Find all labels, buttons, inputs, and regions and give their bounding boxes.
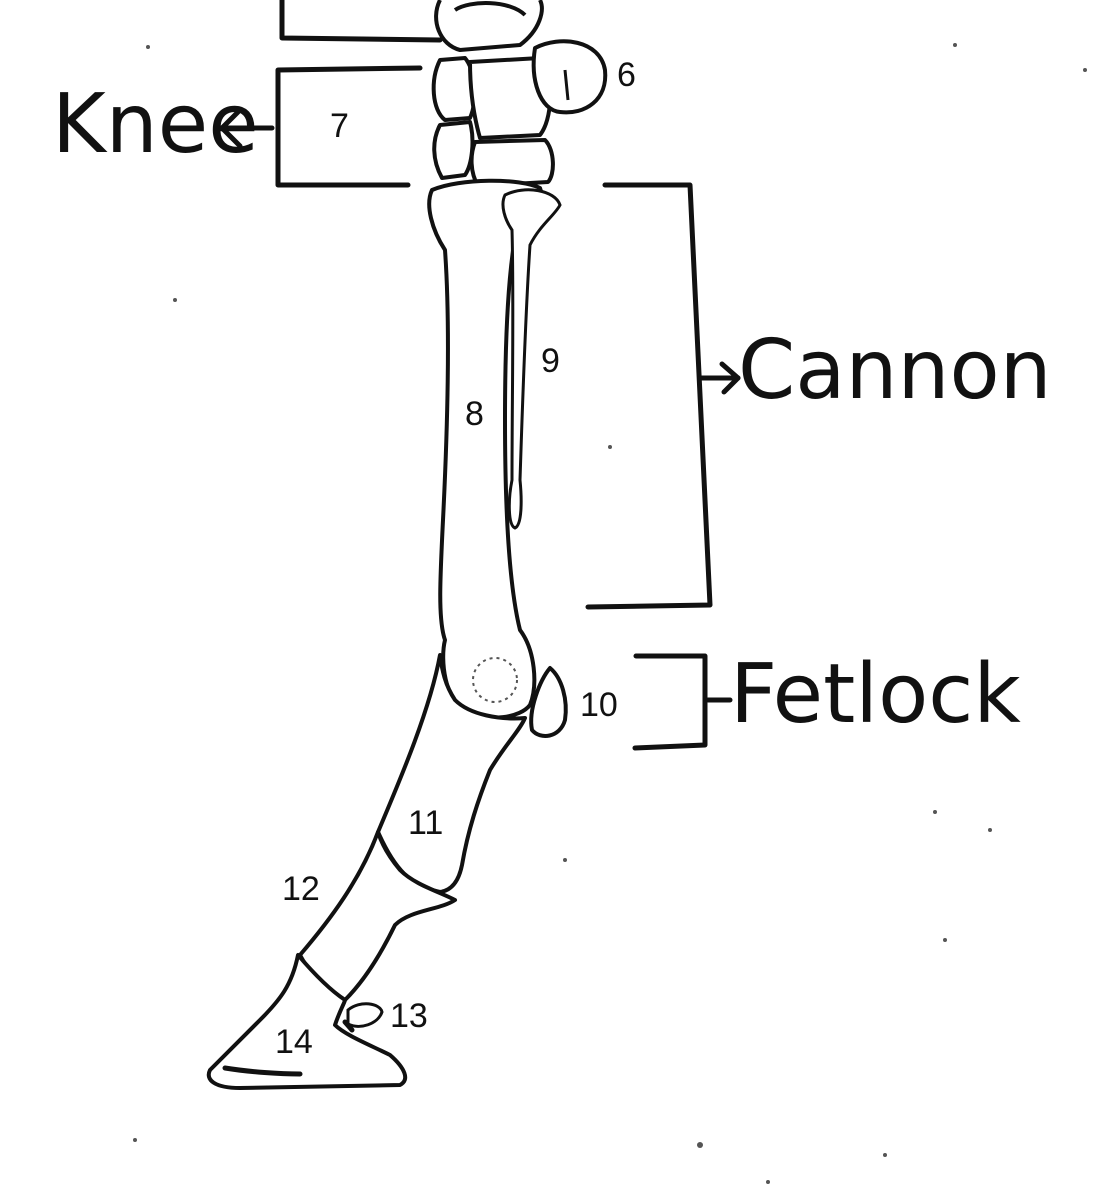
top-label-box — [279, 0, 443, 43]
long-pastern-bone — [376, 653, 527, 894]
fetlock-annotation: Fetlock — [730, 647, 1021, 742]
label-11: 11 — [408, 804, 443, 842]
cannon-annotation: Cannon — [738, 323, 1052, 418]
carpal-bones — [431, 0, 608, 188]
knee-annotation: Knee — [52, 77, 259, 172]
label-6: 6 — [617, 56, 636, 94]
coffin-bone — [206, 953, 408, 1090]
scan-specks — [133, 43, 1087, 1184]
label-12: 12 — [282, 870, 320, 908]
label-7: 7 — [330, 107, 349, 145]
label-10: 10 — [580, 686, 618, 724]
knee-arrow — [219, 109, 275, 149]
cannon-bracket — [585, 182, 713, 610]
label-13: 13 — [390, 997, 428, 1035]
label-14: 14 — [275, 1023, 313, 1061]
sesamoid-bone — [472, 657, 568, 738]
short-pastern-bone — [298, 830, 457, 1002]
cannon-arrow — [697, 361, 741, 395]
splint-bone — [501, 188, 562, 530]
fetlock-bracket — [632, 653, 708, 751]
navicular-bone — [342, 1002, 384, 1033]
knee-label-box — [275, 65, 423, 188]
label-8: 8 — [465, 395, 484, 433]
label-9: 9 — [541, 342, 560, 380]
